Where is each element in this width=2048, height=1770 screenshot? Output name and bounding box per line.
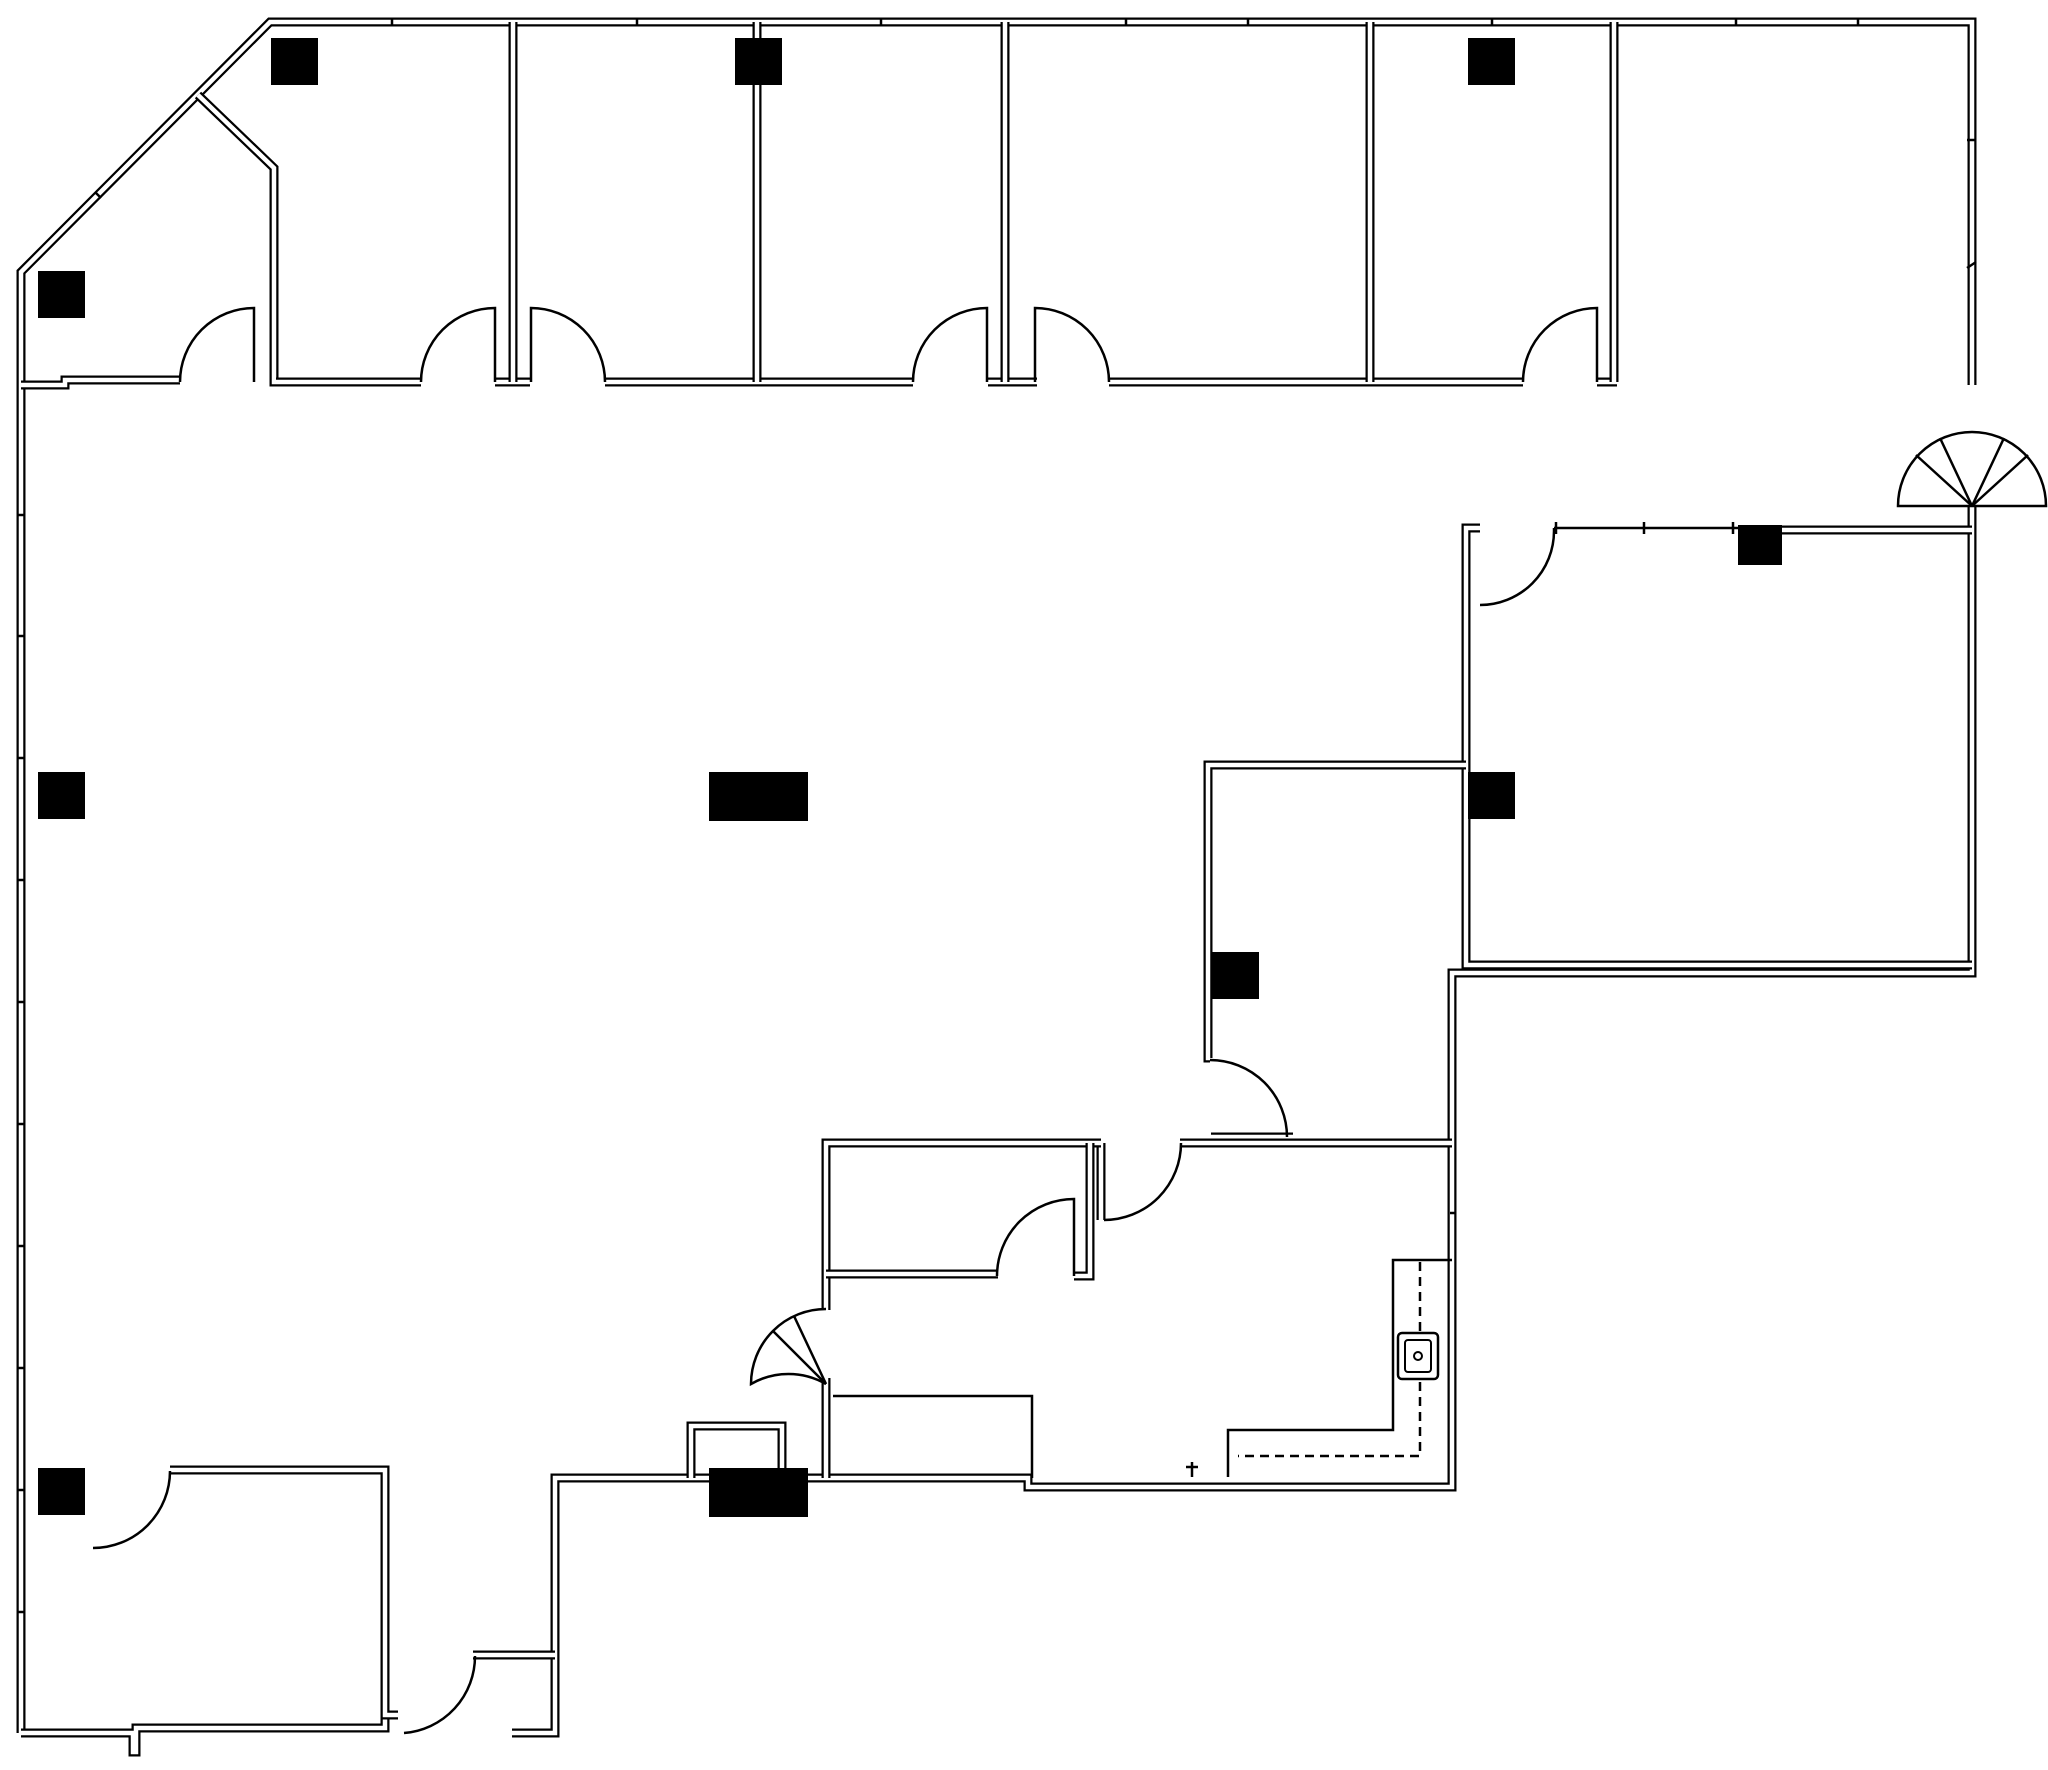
- door-swing-icon: [1209, 1058, 1289, 1138]
- door-swing-icon: [178, 306, 256, 383]
- window-mullions: [17, 18, 1977, 1614]
- column-icon: [271, 38, 318, 85]
- stair-icon: [749, 1307, 828, 1387]
- door-swing-icon: [1103, 1142, 1183, 1222]
- kitchen: [833, 1258, 1452, 1478]
- door-swing-icon: [403, 1655, 477, 1735]
- column-icon: [709, 1468, 808, 1517]
- column-icon: [38, 772, 85, 819]
- door-swing-icon: [1521, 306, 1599, 383]
- counter-icon: [1226, 1258, 1452, 1477]
- office-row-wall: [21, 22, 1619, 390]
- door-swing-icon: [911, 306, 989, 383]
- door-swing-icon: [1479, 528, 1556, 607]
- column-icon: [1468, 38, 1515, 85]
- column-icon: [38, 271, 85, 318]
- core-rooms-wall: [686, 1132, 1452, 1478]
- door-swing-icon: [529, 306, 607, 383]
- door-swing-icon: [995, 1197, 1076, 1277]
- column-icon: [1212, 952, 1259, 999]
- walls: [16, 17, 1977, 1757]
- column-icon: [1738, 525, 1782, 565]
- conference-room-wall: [1203, 523, 1972, 1063]
- column-icon: [1468, 772, 1515, 819]
- column-icon: [38, 1468, 85, 1515]
- corridor-wall: [380, 1650, 555, 1720]
- door-swing-icon: [92, 1470, 172, 1550]
- door-swing-icon: [1033, 306, 1111, 383]
- glazing: [1554, 522, 1745, 534]
- columns: [38, 38, 1782, 1517]
- column-icon: [709, 772, 808, 821]
- door-swing-icon: [419, 306, 497, 383]
- sink-icon: [1396, 1331, 1440, 1381]
- stair-icon: [1896, 430, 2048, 508]
- exterior-wall: [16, 17, 1977, 1757]
- doors: [92, 306, 2048, 1735]
- column-icon: [735, 38, 782, 85]
